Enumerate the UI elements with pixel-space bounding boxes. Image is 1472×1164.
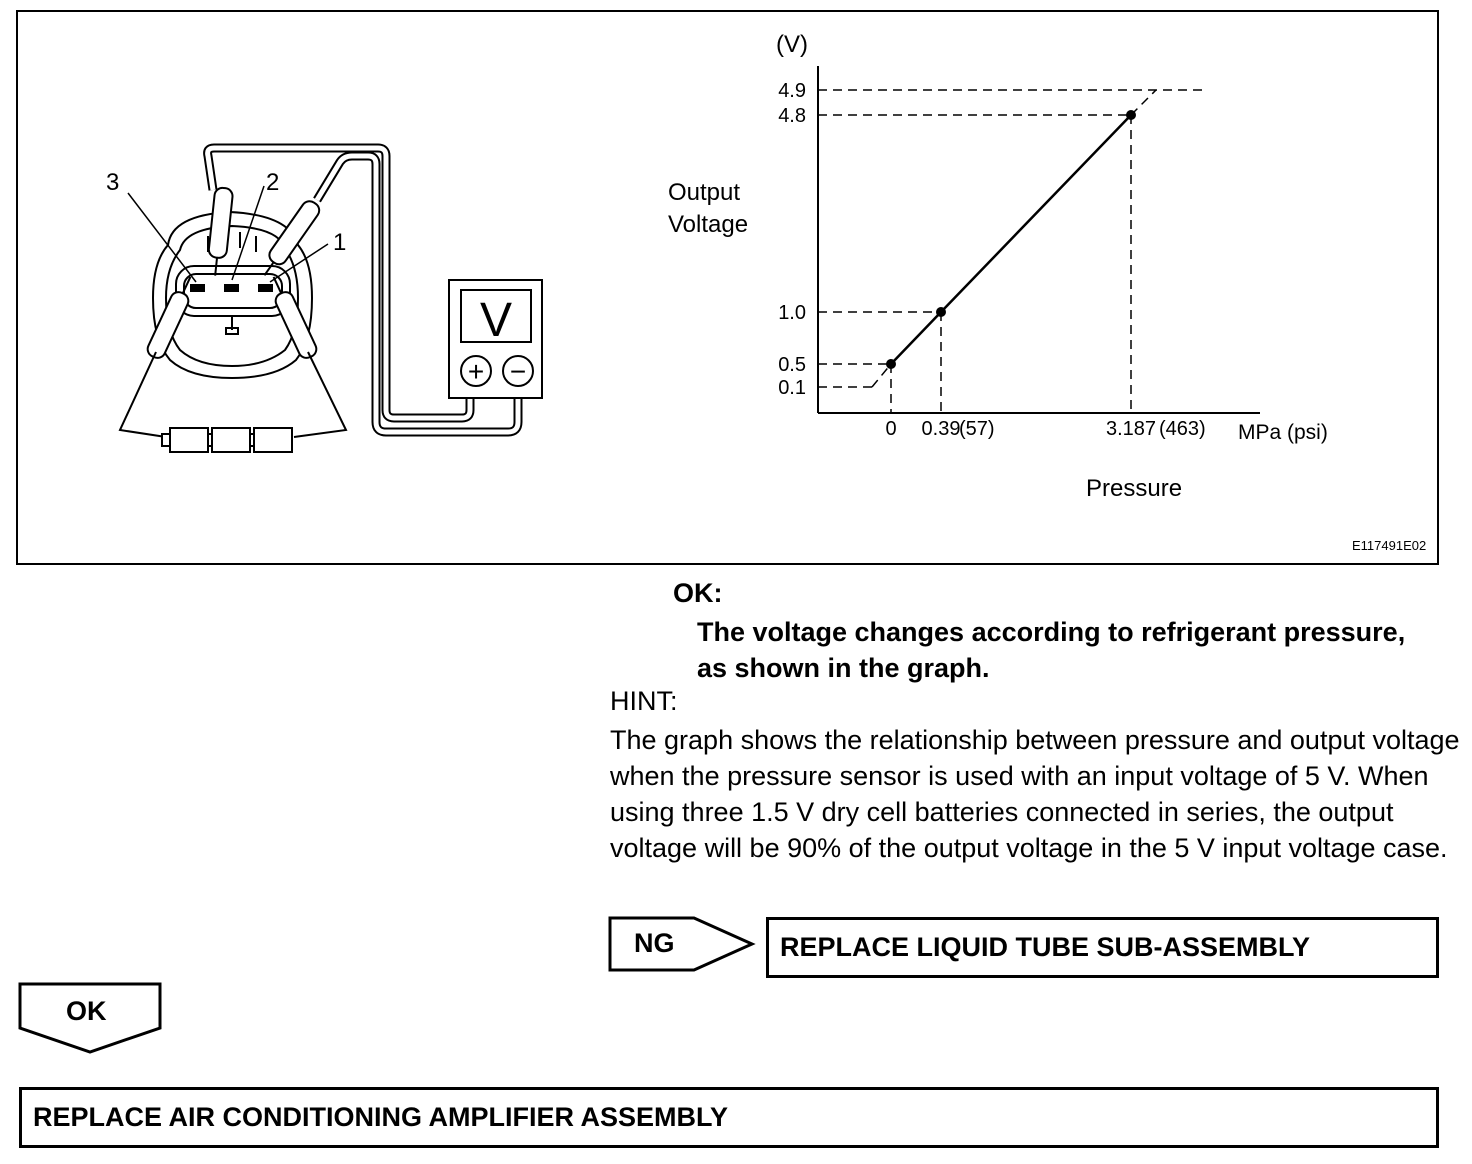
x-tick-label-1: 0.39 [922,418,961,440]
probe-terminal-1 [263,200,321,276]
battery-cell-2 [211,427,251,453]
extrapolated-high [1130,89,1157,116]
voltmeter-plus-terminal [460,355,492,387]
y-tick-label-3: 0.5 [778,354,806,376]
ng-arrow-icon [608,916,756,972]
hint-title: HINT: [610,686,678,716]
jumper-wires [118,351,348,438]
ng-label: NG [634,928,675,958]
battery-pack [161,427,293,453]
x-axis-label: Pressure [1086,475,1182,502]
ok-criteria-title: OK: [673,578,723,608]
x-tick-psi-1: (57) [959,418,995,440]
terminal-3-label: 3 [106,169,119,196]
terminal-3-pin [190,284,205,292]
y-axis-label-line2: Voltage [668,211,748,238]
figure-frame [16,10,1439,565]
y-axis-label-line1: Output [668,179,740,206]
y-unit-label: (V) [776,31,808,58]
ok-label: OK [66,996,107,1026]
x-tick-psi-2: (463) [1159,418,1206,440]
x-unit-label: MPa (psi) [1238,421,1328,444]
figure-code: E117491E02 [1352,538,1426,553]
ng-action-box: REPLACE LIQUID TUBE SUB-ASSEMBLY [766,917,1439,978]
terminal-2-pin [224,284,239,292]
terminal-leaders [127,185,329,283]
ok-action-text: REPLACE AIR CONDITIONING AMPLIFIER ASSEM… [33,1102,729,1132]
terminal-1-pin [258,284,273,292]
ok-criteria-text: The voltage changes according to refrige… [697,617,1406,683]
terminal-pins [190,284,273,292]
hint-text: The graph shows the relationship between… [610,725,1460,863]
pressure-voltage-chart: 4.9 4.8 1.0 0.50.1 0 0.39(57) 3.187(463) (V) O… [668,31,1328,502]
series-line [890,114,1132,365]
extrapolated-low [871,363,892,388]
plus-sign-icon: + [468,356,484,387]
ok-action-box: REPLACE AIR CONDITIONING AMPLIFIER ASSEM… [19,1087,1439,1148]
y-tick-label-4: 0.1 [778,377,806,399]
ng-action-text: REPLACE LIQUID TUBE SUB-ASSEMBLY [780,932,1311,962]
y-tick-label-2: 1.0 [778,302,806,324]
test-probes [146,186,321,359]
minus-sign-icon: − [510,356,526,387]
battery-cell-3 [253,427,293,453]
voltmeter [448,279,543,399]
voltmeter-display [460,289,532,343]
x-tick-label-0: 0 [885,418,896,440]
data-point-1 [936,307,946,317]
y-tick-label-0: 4.9 [778,80,806,102]
terminal-1-label: 1 [333,229,346,256]
voltmeter-minus-terminal [502,355,534,387]
voltmeter-symbol: V [480,294,512,347]
probe-terminal-2 [207,186,234,276]
data-point-0 [886,359,896,369]
data-point-2 [1126,110,1136,120]
terminal-2-label: 2 [266,169,279,196]
x-tick-label-2: 3.187 [1106,418,1156,440]
y-tick-label-1: 4.8 [778,105,806,127]
battery-cell-1 [169,427,209,453]
ok-arrow-icon [18,982,162,1054]
